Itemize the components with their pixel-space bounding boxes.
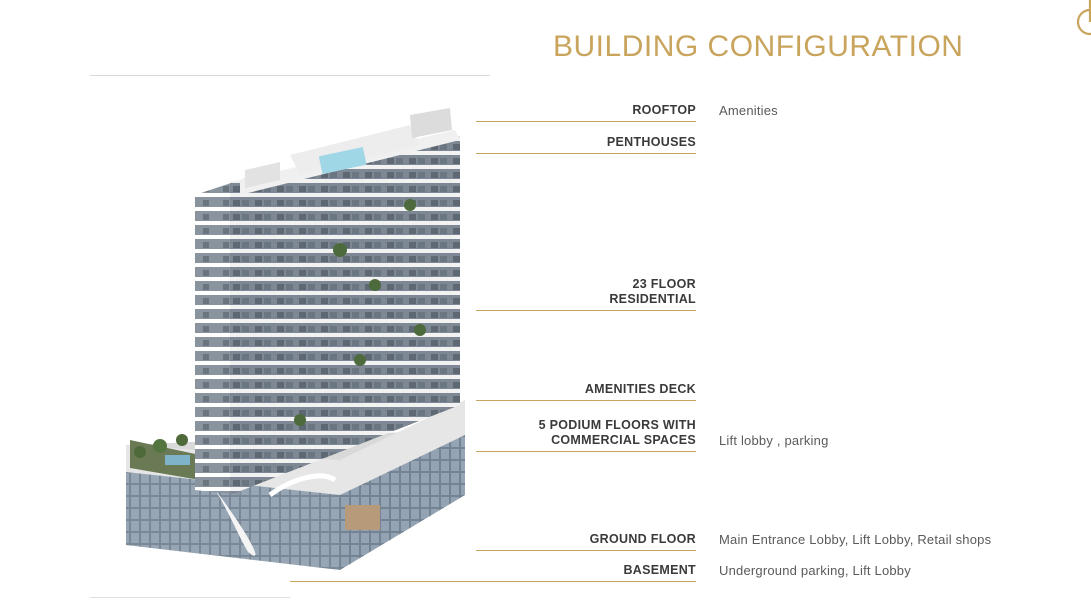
floor-residential: 23 FLOOR RESIDENTIAL	[476, 277, 696, 311]
floor-label: 5 PODIUM FLOORS WITH	[538, 418, 696, 432]
floor-label: AMENITIES DECK	[584, 382, 696, 396]
floor-label: PENTHOUSES	[606, 135, 696, 149]
leader-line	[290, 581, 696, 582]
page-title: BUILDING CONFIGURATION	[553, 30, 964, 63]
logo-icon	[1076, 0, 1091, 36]
leader-line	[476, 153, 696, 154]
floor-label-line2: RESIDENTIAL	[609, 292, 696, 306]
bottom-divider	[90, 597, 290, 598]
floor-basement: BASEMENT	[290, 563, 696, 582]
floor-description: Main Entrance Lobby, Lift Lobby, Retail …	[719, 532, 992, 547]
floor-label: ROOFTOP	[632, 103, 696, 117]
building-illustration	[126, 108, 465, 570]
floor-amenities-deck: AMENITIES DECK	[476, 382, 696, 401]
floor-label: GROUND FLOOR	[589, 532, 696, 546]
leader-line	[476, 550, 696, 551]
leader-line	[476, 310, 696, 311]
floor-description: Underground parking, Lift Lobby	[719, 563, 911, 578]
floor-label: BASEMENT	[623, 563, 696, 577]
floor-rooftop: ROOFTOP	[476, 103, 696, 122]
leader-line	[476, 121, 696, 122]
leader-line	[476, 400, 696, 401]
floor-podium: 5 PODIUM FLOORS WITH COMMERCIAL SPACES	[476, 418, 696, 452]
title-divider	[90, 75, 490, 76]
floor-description: Lift lobby , parking	[719, 433, 829, 448]
floor-label: 23 FLOOR	[632, 277, 696, 291]
floor-ground: GROUND FLOOR	[476, 532, 696, 551]
floor-penthouses: PENTHOUSES	[476, 135, 696, 154]
floor-label-line2: COMMERCIAL SPACES	[551, 433, 696, 447]
floor-description: Amenities	[719, 103, 778, 118]
leader-line	[476, 451, 696, 452]
